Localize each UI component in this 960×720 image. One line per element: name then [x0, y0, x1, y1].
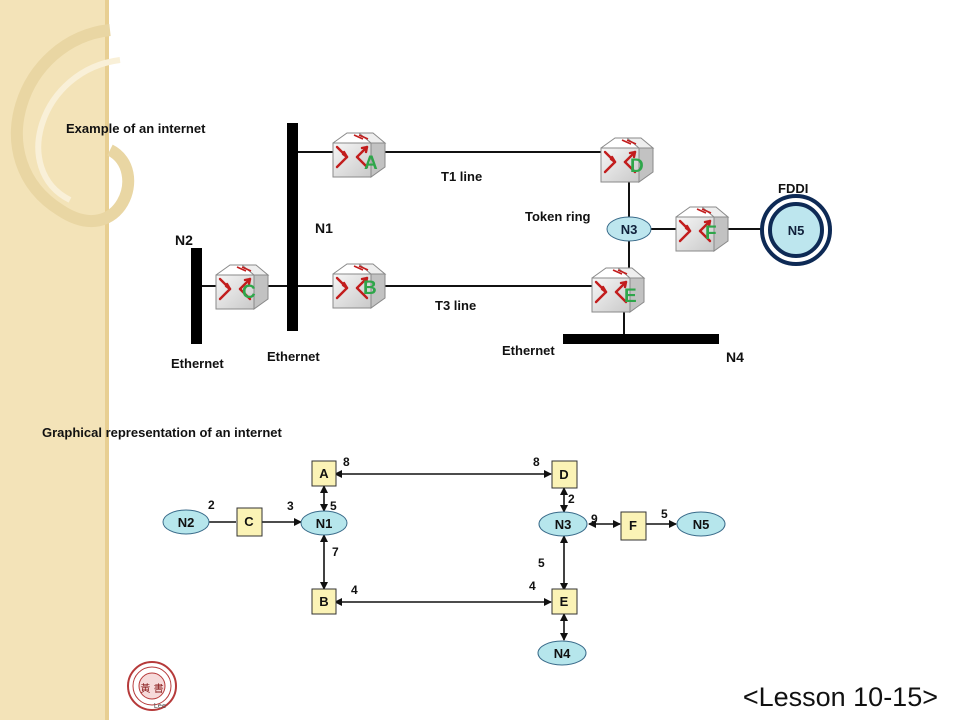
ethernet-bus-n2: [191, 248, 202, 344]
graph-node-b-label: B: [319, 594, 328, 609]
graph-node-a-label: A: [319, 466, 329, 481]
weight-a-n1: 5: [330, 499, 337, 513]
graph-node-n4-label: N4: [554, 646, 571, 661]
n4-label: N4: [726, 349, 744, 365]
graph-router-d: [551, 460, 578, 489]
weight-n3-f: 9: [591, 512, 598, 526]
ethernet-n2-label: Ethernet: [171, 356, 224, 371]
ethernet-bus-n1: [287, 123, 298, 331]
graph-network-n1: [300, 510, 348, 536]
university-seal-logo: 黃 書 Lee: [127, 661, 177, 711]
lesson-footer: <Lesson 10-15>: [742, 682, 938, 712]
logo-caption: Lee: [154, 702, 166, 710]
graph-node-n5-label: N5: [693, 517, 710, 532]
router-f-label: F: [705, 223, 717, 244]
t3-line-label: T3 line: [435, 298, 476, 313]
graph-network-n3: [538, 511, 588, 537]
weight-n1-b: 7: [332, 545, 339, 559]
decorative-swirl: [10, 24, 135, 228]
graph-node-n2-label: N2: [178, 515, 195, 530]
logo-text: 黃 書: [140, 682, 163, 695]
ethernet-n1-label: Ethernet: [267, 349, 320, 364]
router-d-icon: [599, 136, 655, 184]
graph-router-f: [620, 511, 647, 541]
t1-line-label: T1 line: [441, 169, 482, 184]
router-f-icon: [674, 205, 730, 253]
router-b-label: B: [363, 278, 377, 299]
weight-a-d-left: 8: [343, 455, 350, 469]
weight-c-n1: 3: [287, 499, 294, 513]
n1-label: N1: [315, 220, 333, 236]
weight-d-n3: 2: [568, 492, 575, 506]
router-e-label: E: [624, 286, 637, 307]
graph-node-n1-label: N1: [316, 516, 333, 531]
router-d-label: D: [630, 156, 644, 177]
weight-a-d-right: 8: [533, 455, 540, 469]
graph-router-b: [311, 588, 337, 615]
token-ring-n3: [606, 216, 652, 242]
graph-title: Graphical representation of an internet: [42, 425, 282, 440]
graph-network-n4: [537, 640, 587, 666]
n2-label: N2: [175, 232, 193, 248]
weight-b-e-right: 4: [529, 579, 536, 593]
example-title: Example of an internet: [66, 121, 206, 136]
graph-router-c: [236, 507, 263, 537]
graph-router-a: [311, 460, 337, 487]
graph-node-e-label: E: [560, 594, 569, 609]
fddi-ring-n5: [768, 202, 824, 258]
decorative-left-strip-edge: [105, 0, 109, 720]
weight-f-n5: 5: [661, 507, 668, 521]
router-c-label: C: [242, 282, 256, 303]
graph-router-e: [551, 588, 578, 615]
weight-n2-c: 2: [208, 498, 215, 512]
graph-node-n3-label: N3: [555, 517, 572, 532]
n5-ring-label: N5: [788, 223, 805, 238]
ethernet-bus-n4: [563, 334, 719, 344]
weight-b-e-left: 4: [351, 583, 358, 597]
router-b-icon: [331, 262, 387, 310]
router-a-label: A: [364, 153, 378, 174]
weight-n3-e: 5: [538, 556, 545, 570]
graph-node-f-label: F: [629, 518, 637, 533]
graph-network-n2: [162, 509, 210, 535]
n3-ring-label: N3: [621, 222, 638, 237]
ethernet-n4-label: Ethernet: [502, 343, 555, 358]
fddi-label: FDDI: [778, 181, 808, 196]
graph-network-n5: [676, 511, 726, 537]
graph-edges: [199, 470, 677, 641]
token-ring-label: Token ring: [525, 209, 591, 224]
graph-node-d-label: D: [559, 467, 568, 482]
graph-node-c-label: C: [244, 514, 254, 529]
